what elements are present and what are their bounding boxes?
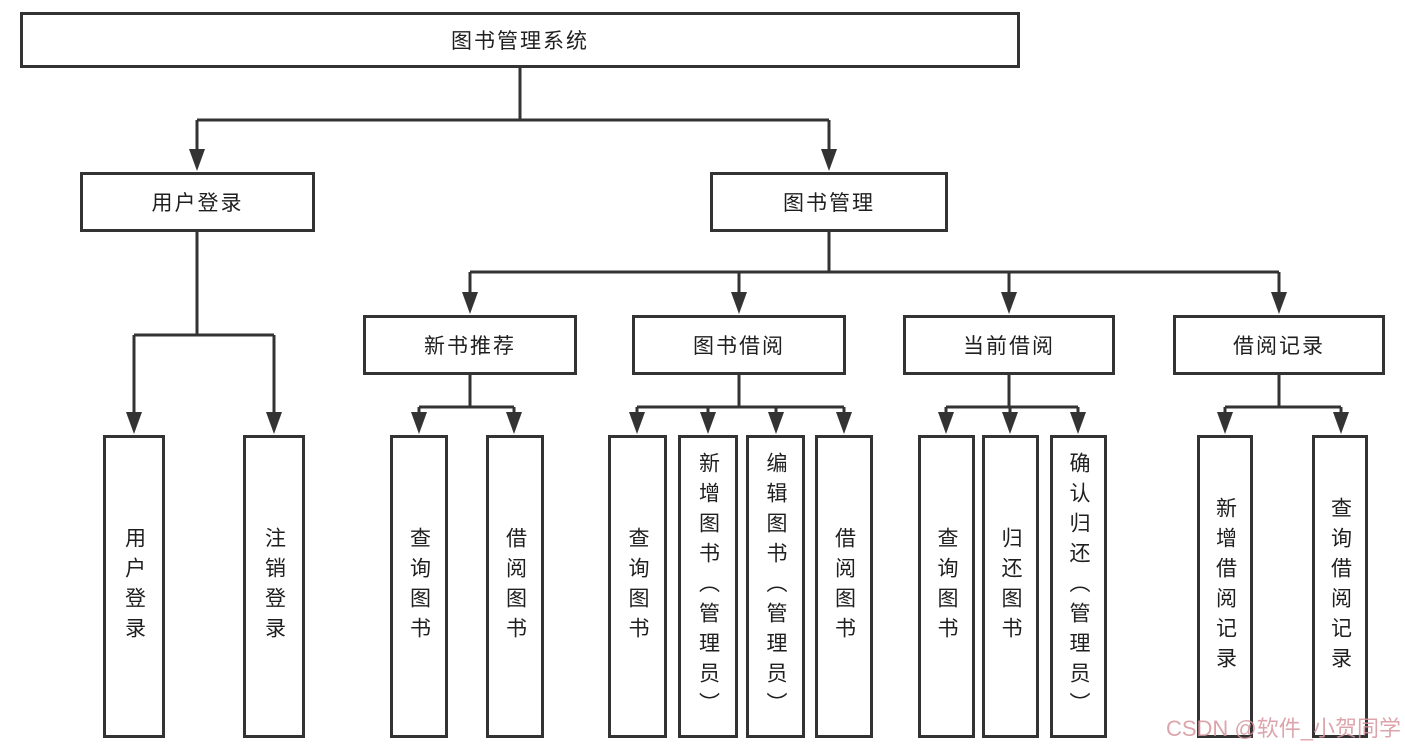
node-label: 查询图书: [935, 526, 958, 647]
node-label: 图书管理系统: [451, 30, 589, 53]
node-label: 用户登录: [122, 526, 146, 647]
node-label: 归还图书: [999, 526, 1022, 647]
node-book-management: 图书管理: [710, 172, 948, 232]
leaf-logout: 注销登录: [243, 435, 305, 738]
node-label: 查询借阅记录: [1328, 496, 1352, 677]
leaf-query-book-1: 查询图书: [390, 435, 448, 738]
node-label: 新书推荐: [424, 335, 516, 358]
node-user-login: 用户登录: [80, 172, 315, 232]
leaf-borrow-book-2: 借阅图书: [815, 435, 873, 738]
node-label: 图书借阅: [693, 335, 785, 358]
node-label: 图书管理: [783, 192, 875, 215]
node-book-borrowing: 图书借阅: [632, 315, 846, 375]
csdn-watermark: CSDN @软件_小贺同学: [1165, 716, 1401, 741]
node-label: 确认归还（管理员）: [1067, 451, 1090, 722]
node-label: 查询图书: [407, 526, 431, 647]
leaf-edit-book-admin: 编辑图书（管理员）: [746, 435, 805, 738]
node-label: 新增图书（管理员）: [696, 451, 720, 722]
leaf-add-borrow-record: 新增借阅记录: [1197, 435, 1253, 738]
leaf-add-book-admin: 新增图书（管理员）: [678, 435, 738, 738]
node-label: 注销登录: [262, 526, 286, 647]
leaf-return-book: 归还图书: [982, 435, 1039, 738]
leaf-borrow-book-1: 借阅图书: [486, 435, 544, 738]
node-label: 用户登录: [151, 192, 244, 215]
leaf-query-book-3: 查询图书: [918, 435, 975, 738]
node-label: 借阅记录: [1233, 335, 1325, 358]
node-label: 查询图书: [626, 526, 649, 647]
leaf-confirm-return-admin: 确认归还（管理员）: [1050, 435, 1107, 738]
leaf-user-login: 用户登录: [103, 435, 165, 738]
node-borrowing-records: 借阅记录: [1173, 315, 1385, 375]
node-library-system: 图书管理系统: [20, 12, 1020, 68]
node-label: 借阅图书: [832, 526, 856, 647]
node-label: 借阅图书: [503, 526, 527, 647]
node-current-borrowing: 当前借阅: [903, 315, 1115, 375]
node-label: 当前借阅: [963, 335, 1055, 358]
node-new-book-recommend: 新书推荐: [363, 315, 577, 375]
node-label: 编辑图书（管理员）: [764, 451, 787, 722]
leaf-query-book-2: 查询图书: [608, 435, 667, 738]
leaf-query-borrow-record: 查询借阅记录: [1312, 435, 1368, 738]
node-label: 新增借阅记录: [1213, 496, 1237, 677]
